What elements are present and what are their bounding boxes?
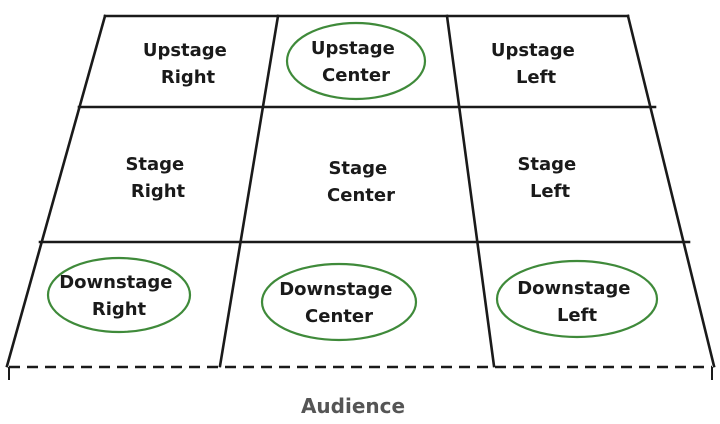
label-downstage-left: Downstage Left xyxy=(517,278,637,326)
label-stage-left: Stage Left xyxy=(517,154,582,202)
label-upstage-left: Upstage Left xyxy=(491,40,581,88)
highlight-oval-downstage-right xyxy=(46,256,192,334)
label-upstage-right: Upstage Right xyxy=(143,40,233,88)
stage-left-side xyxy=(5,14,107,368)
highlight-ovals xyxy=(46,21,659,342)
label-downstage-center: Downstage Center xyxy=(279,279,399,327)
highlight-oval-downstage-center xyxy=(260,262,418,342)
highlight-oval-downstage-left xyxy=(495,259,659,339)
highlight-oval-upstage-center xyxy=(285,21,427,101)
column-divider-2 xyxy=(445,14,496,368)
stage-right-side xyxy=(626,14,716,368)
label-downstage-right: Downstage Right xyxy=(59,272,179,320)
column-divider-1 xyxy=(218,14,280,368)
audience-label: Audience xyxy=(301,394,405,418)
label-stage-right: Stage Right xyxy=(125,154,190,202)
label-stage-center: Stage Center xyxy=(327,158,395,206)
label-upstage-center: Upstage Center xyxy=(311,38,401,86)
stage-grid xyxy=(5,14,716,380)
